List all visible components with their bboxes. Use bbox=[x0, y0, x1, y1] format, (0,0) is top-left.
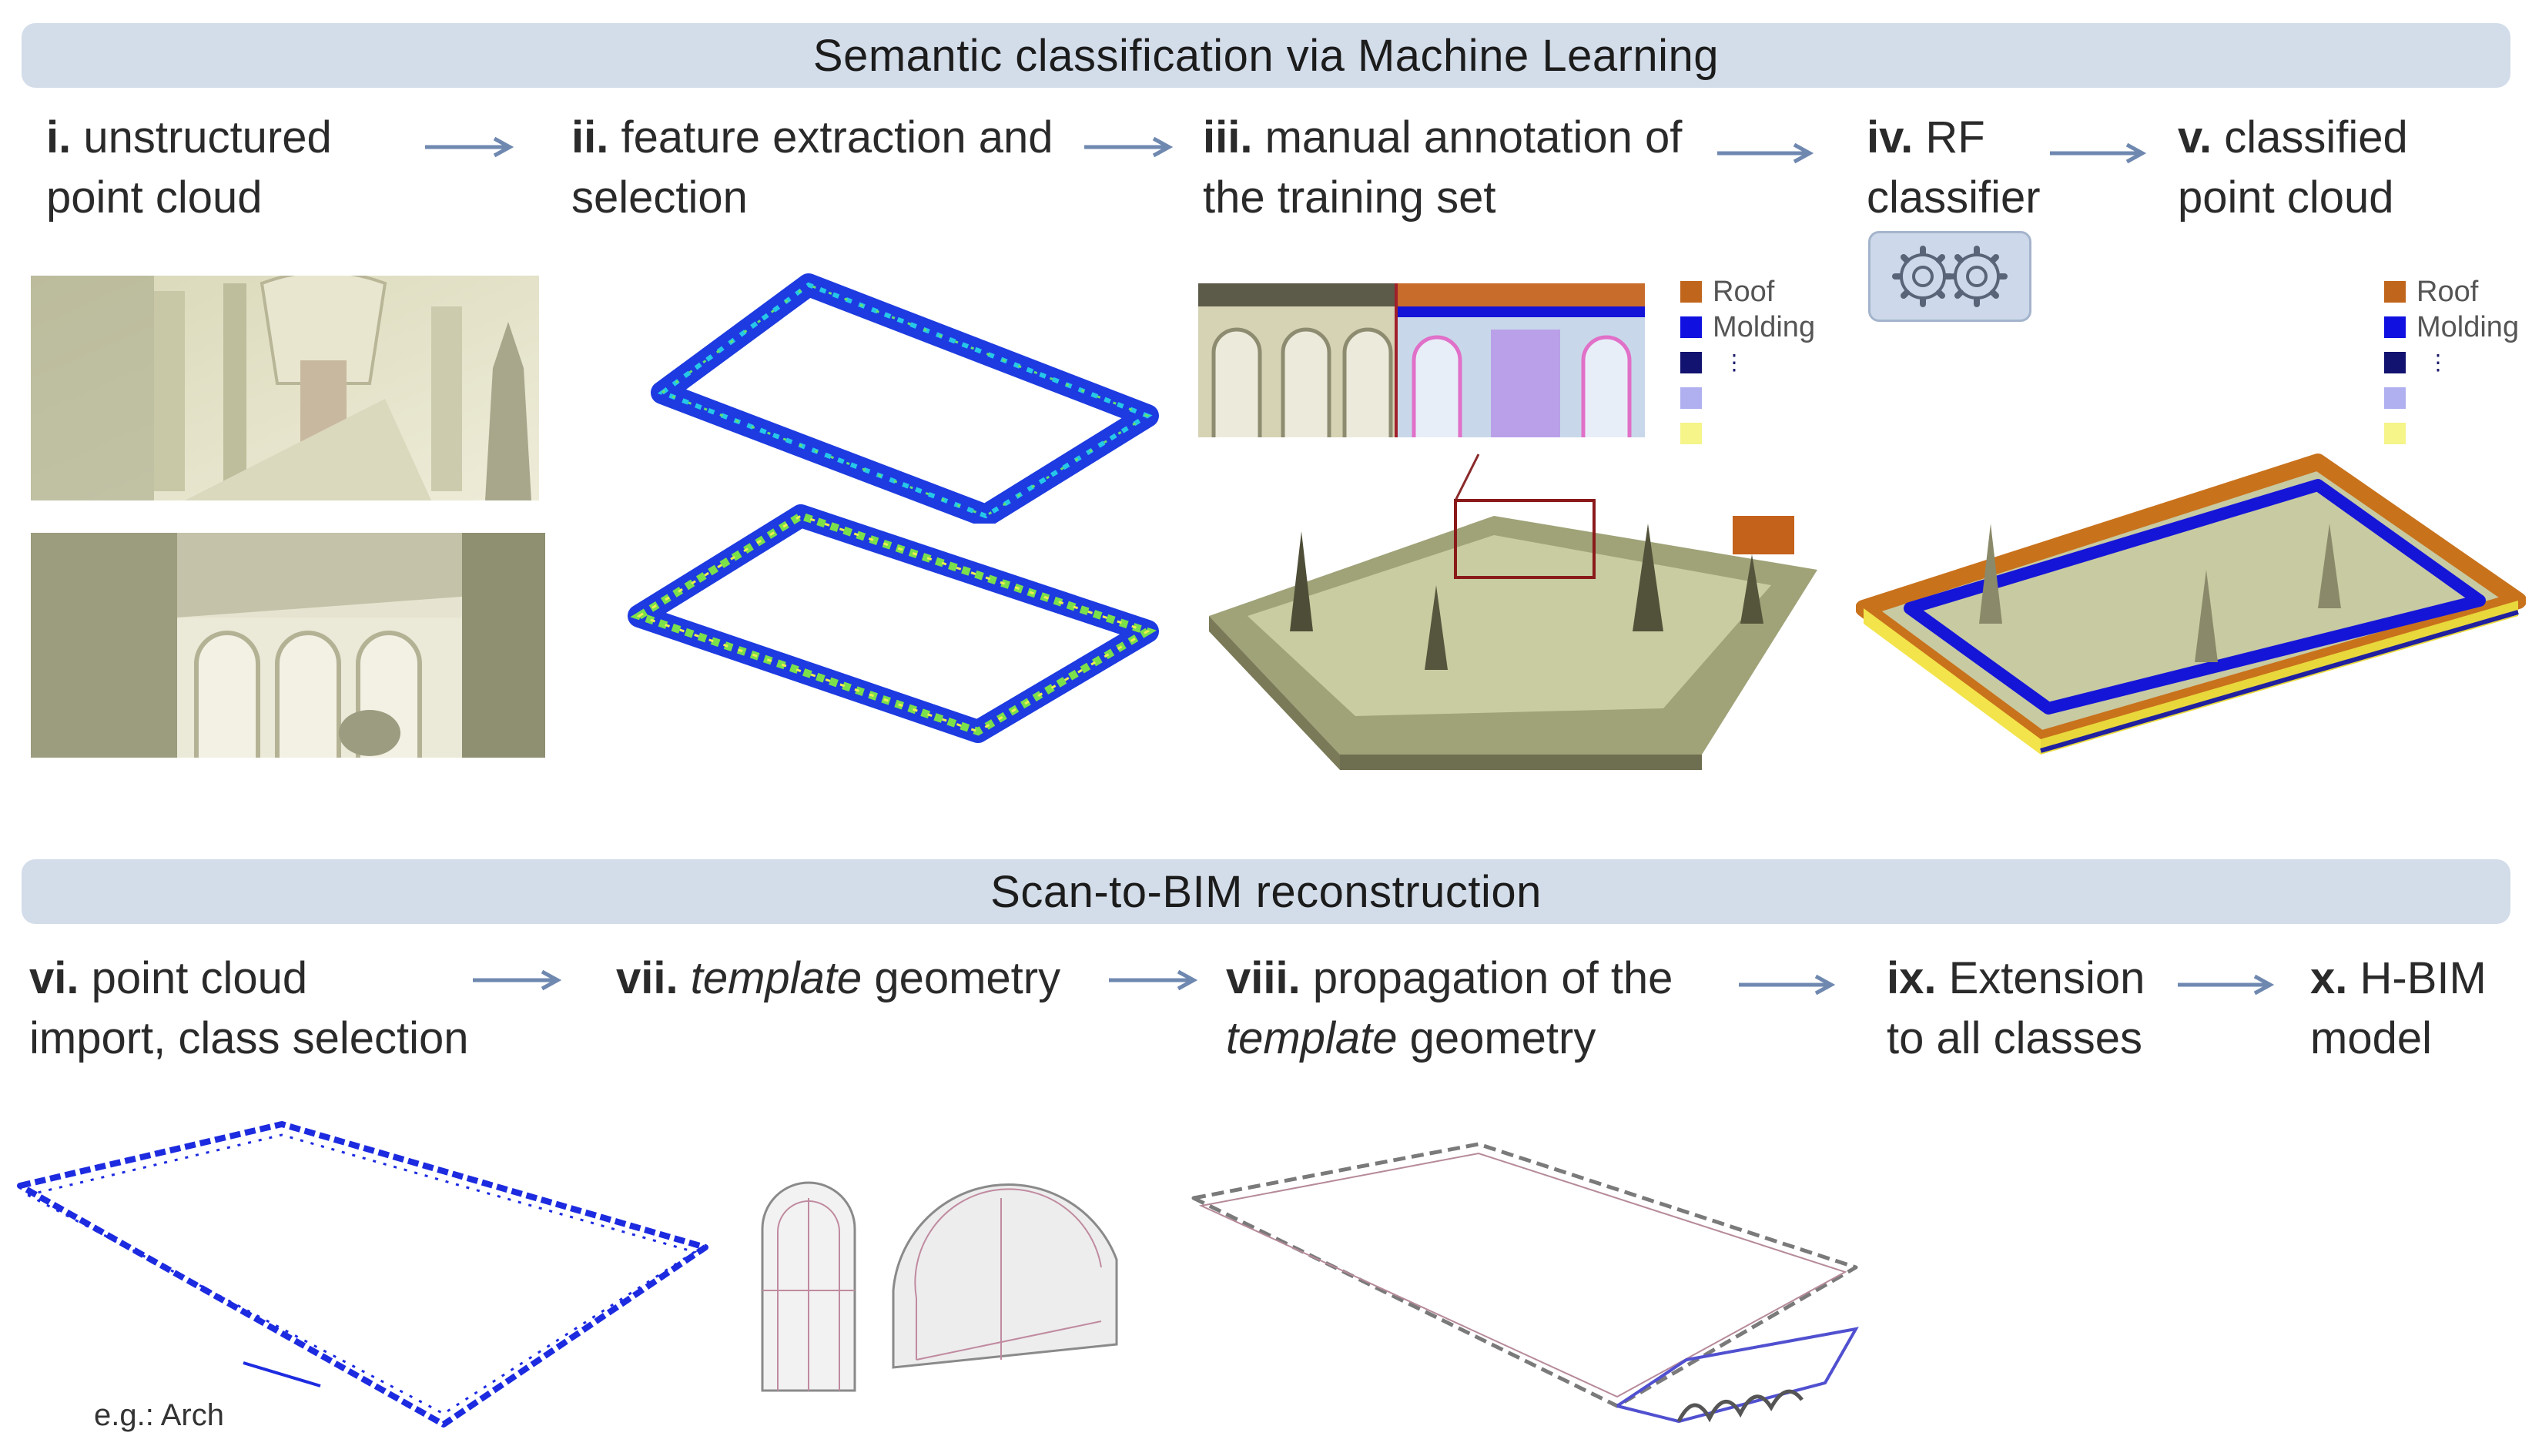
step-ix-number: ix. bbox=[1887, 953, 1937, 1003]
molding-swatch bbox=[1680, 316, 1702, 338]
step-x-label: x. H-BIM model bbox=[2310, 949, 2487, 1069]
arrow-right-icon bbox=[1717, 142, 1814, 164]
step-viii-number: viii. bbox=[1226, 953, 1301, 1003]
step-vii-number: vii. bbox=[616, 953, 678, 1003]
template-arch-image bbox=[761, 1181, 1118, 1392]
step-v-label: v. classified point cloud bbox=[2178, 108, 2408, 228]
step-iii-number: iii. bbox=[1203, 112, 1253, 162]
legend-roof-label: Roof bbox=[2416, 276, 2479, 308]
class-swatch bbox=[1680, 387, 1702, 409]
ml-section-title: Semantic classification via Machine Lear… bbox=[812, 30, 1720, 81]
legend-classified: Roof Molding ⋮ bbox=[2384, 274, 2519, 451]
step-iv-label: iv. RF classifier bbox=[1867, 108, 2041, 228]
step-vi-label: vi. point cloud import, class selection bbox=[29, 949, 469, 1069]
step-iii-line2: the training set bbox=[1203, 172, 1496, 223]
class-swatch bbox=[2384, 352, 2406, 373]
step-vi-line2: import, class selection bbox=[29, 1013, 469, 1063]
rf-classifier-box bbox=[1868, 231, 2031, 322]
arrow-right-icon bbox=[2178, 974, 2275, 996]
class-swatch bbox=[2384, 387, 2406, 409]
step-i-line1: unstructured bbox=[83, 112, 332, 162]
feature-cloud-green-image bbox=[628, 504, 1159, 743]
classified-cloister-image bbox=[1856, 454, 2526, 755]
legend-molding-label: Molding bbox=[2416, 311, 2520, 343]
arrow-right-icon bbox=[2050, 142, 2147, 164]
legend-training: Roof Molding ⋮ bbox=[1680, 274, 1815, 451]
legend-roof-label: Roof bbox=[1713, 276, 1775, 308]
arrow-right-icon bbox=[1109, 969, 1198, 991]
step-ix-line1: Extension bbox=[1948, 953, 2145, 1003]
step-iv-number: iv. bbox=[1867, 112, 1914, 162]
step-i-number: i. bbox=[46, 112, 72, 162]
step-ix-line2: to all classes bbox=[1887, 1013, 2143, 1063]
class-swatch bbox=[2384, 423, 2406, 444]
roof-swatch bbox=[2384, 281, 2406, 303]
more-dots-icon: ⋮ bbox=[2427, 350, 2449, 374]
molding-swatch bbox=[2384, 316, 2406, 338]
example-note: e.g.: Arch bbox=[94, 1398, 224, 1432]
step-ii-label: ii. feature extraction and selection bbox=[571, 108, 1053, 228]
propagated-arches-image bbox=[1191, 1142, 1859, 1424]
step-i-line2: point cloud bbox=[46, 172, 263, 223]
step-iii-label: iii. manual annotation of the training s… bbox=[1203, 108, 1682, 228]
step-vi-number: vi. bbox=[29, 953, 79, 1003]
step-iv-line2: classifier bbox=[1867, 172, 2041, 223]
feature-cloud-blue-image bbox=[651, 273, 1159, 524]
step-viii-line1: propagation of the bbox=[1312, 953, 1673, 1003]
arrow-right-icon bbox=[473, 969, 562, 991]
ml-section-banner: Semantic classification via Machine Lear… bbox=[22, 23, 2510, 88]
step-v-line2: point cloud bbox=[2178, 172, 2394, 223]
step-vi-line1: point cloud bbox=[91, 953, 308, 1003]
step-ii-line1: feature extraction and bbox=[621, 112, 1053, 162]
arrow-right-icon bbox=[1739, 974, 1836, 996]
step-x-number: x. bbox=[2310, 953, 2348, 1003]
arrow-right-icon bbox=[1084, 136, 1174, 158]
step-x-line1: H-BIM bbox=[2360, 953, 2487, 1003]
step-vii-rest: geometry bbox=[874, 953, 1061, 1003]
step-ii-line2: selection bbox=[571, 172, 748, 223]
step-v-number: v. bbox=[2178, 112, 2212, 162]
class-swatch bbox=[1680, 352, 1702, 373]
bim-section-banner: Scan-to-BIM reconstruction bbox=[22, 859, 2510, 924]
arch-point-cloud-image bbox=[17, 1121, 708, 1428]
bim-section-title: Scan-to-BIM reconstruction bbox=[990, 866, 1542, 917]
step-v-line1: classified bbox=[2224, 112, 2408, 162]
annotation-cloister-image bbox=[1209, 454, 1817, 770]
step-viii-italic: template bbox=[1226, 1013, 1398, 1063]
annotation-facade-image bbox=[1198, 283, 1645, 437]
step-ii-number: ii. bbox=[571, 112, 609, 162]
arrow-right-icon bbox=[425, 136, 514, 158]
step-viii-label: viii. propagation of the template geomet… bbox=[1226, 949, 1673, 1069]
step-vii-label: vii. template geometry bbox=[616, 949, 1060, 1009]
legend-molding-label: Molding bbox=[1713, 311, 1816, 343]
step-iv-line1: RF bbox=[1925, 112, 1985, 162]
step-iii-line1: manual annotation of bbox=[1264, 112, 1683, 162]
step-i-label: i. unstructured point cloud bbox=[46, 108, 332, 228]
more-dots-icon: ⋮ bbox=[1723, 350, 1745, 374]
cloister-corridor-image bbox=[31, 276, 539, 500]
gears-icon bbox=[1892, 246, 2008, 307]
step-ix-label: ix. Extension to all classes bbox=[1887, 949, 2145, 1069]
cloister-arcade-image bbox=[31, 533, 545, 758]
step-x-line2: model bbox=[2310, 1013, 2432, 1063]
roof-swatch bbox=[1680, 281, 1702, 303]
step-vii-italic: template bbox=[690, 953, 862, 1003]
class-swatch bbox=[1680, 423, 1702, 444]
step-viii-rest: geometry bbox=[1409, 1013, 1596, 1063]
